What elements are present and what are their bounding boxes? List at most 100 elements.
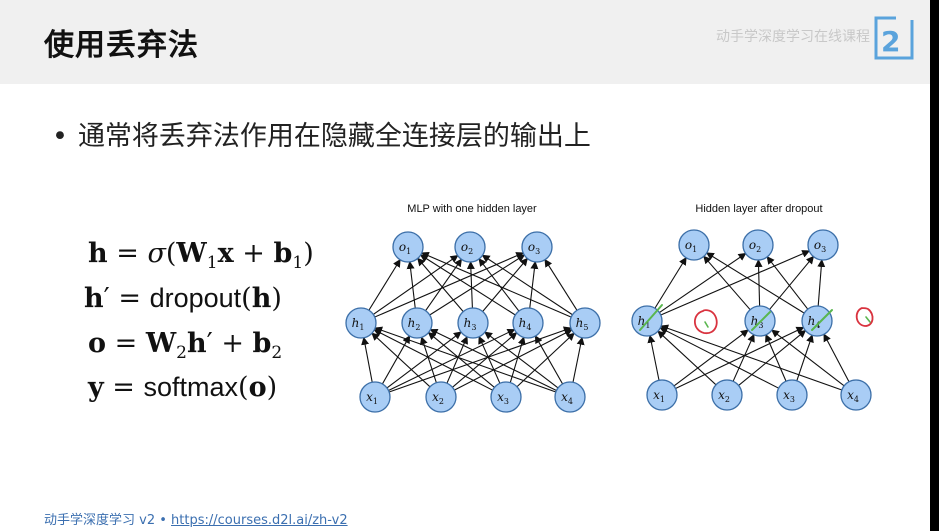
right-output-node-3: o3 (807, 229, 839, 261)
edge-left-h4-o3 (529, 260, 539, 309)
edge-right-x3-h4 (796, 334, 814, 381)
edge-right-x2-h3 (732, 333, 755, 382)
right-hidden-node-h4: h4 (801, 305, 833, 337)
dropout-circle-2 (855, 307, 874, 327)
edge-right-h3-o3 (769, 255, 815, 310)
edge-left-x1-h2 (381, 335, 411, 385)
edge-left-h1-o3 (374, 252, 525, 318)
edge-left-h1-o1 (368, 258, 401, 311)
footer: 动手学深度学习 v2 • https://courses.d2l.ai/zh-v… (44, 509, 348, 528)
left-hidden-node-1: h1 (345, 307, 377, 339)
left-input-node-1: x1 (359, 381, 391, 413)
edge-right-x4-h3 (771, 329, 845, 387)
check-stroke-2 (751, 311, 771, 331)
edge-left-x2-h4 (452, 332, 518, 388)
bullet-text: 通常将丢弃法作用在隐藏全连接层的输出上 (77, 121, 591, 152)
edge-left-x2-h5 (454, 329, 573, 391)
edge-right-x3-h1 (659, 327, 779, 389)
check-stroke-1 (639, 304, 663, 331)
edge-right-x2-h1 (657, 330, 717, 386)
edge-left-h4-o1 (419, 254, 516, 316)
svg-text:2: 2 (881, 25, 900, 58)
right-input-node-4-label: x4 (847, 388, 859, 404)
edge-right-h3-o2 (754, 258, 763, 307)
edge-left-h5-o3 (544, 258, 578, 311)
edge-left-h4-o2 (478, 258, 520, 312)
equation-output: o = W2h′ + b2 (88, 328, 283, 363)
edge-right-x1-h3 (673, 329, 749, 387)
dropout-annotations (639, 304, 874, 334)
bullet-dot: • (52, 121, 68, 152)
edge-right-x2-h4 (738, 329, 807, 386)
edge-left-x1-h4 (388, 328, 516, 391)
edge-left-x2-h3 (446, 335, 468, 384)
edge-left-x3-h3 (478, 335, 501, 384)
edge-left-x4-h2 (429, 328, 557, 391)
edge-left-h3-o1 (417, 257, 464, 312)
right-output-node-1: o1 (678, 229, 710, 261)
left-input-node-2-label: x2 (432, 390, 444, 406)
slide-title: 使用丢弃法 (44, 28, 199, 63)
left-hidden-node-3: h3 (457, 307, 489, 339)
equation-dropout: h′ = dropout(h) (84, 283, 282, 314)
right-output-node-2: o2 (742, 229, 774, 261)
right-input-node-2: x2 (711, 379, 743, 411)
left-output-node-2: o2 (454, 231, 486, 263)
equation-hidden: h = σ(W1x + b1) (88, 238, 314, 273)
course-link[interactable]: https://courses.d2l.ai/zh-v2 (171, 513, 348, 528)
edge-left-x3-h1 (373, 329, 493, 391)
footer-text: 动手学深度学习 v2 • (44, 513, 172, 528)
edge-right-h1-o3 (660, 250, 811, 316)
edge-left-x3-h5 (516, 332, 575, 388)
dropout-tick-1 (704, 321, 709, 328)
d2l-logo-icon: 2 (874, 16, 914, 60)
edge-left-x4-h3 (484, 331, 559, 389)
bullet-point: • 通常将丢弃法作用在隐藏全连接层的输出上 (52, 114, 591, 153)
edge-left-x1-h3 (386, 331, 462, 389)
edge-left-h3-o3 (482, 257, 528, 312)
left-output-node-1: o1 (392, 231, 424, 263)
left-input-node-3-label: x3 (497, 390, 509, 406)
edge-left-x4-h4 (534, 335, 564, 385)
edge-left-x4-h1 (374, 326, 557, 393)
right-input-node-2-label: x2 (718, 388, 730, 404)
edge-left-x3-h4 (509, 336, 526, 383)
left-input-node-3: x3 (490, 381, 522, 413)
edge-left-h2-o3 (429, 254, 526, 316)
left-input-node-1-label: x1 (366, 390, 378, 406)
watermark-text: 动手学深度学习在线课程 (716, 29, 870, 45)
edge-left-h5-o1 (420, 252, 572, 318)
edge-left-x1-h1 (361, 336, 373, 383)
right-input-node-4: x4 (840, 379, 872, 411)
edge-left-x2-h1 (371, 332, 431, 388)
edge-right-h1-o1 (654, 256, 687, 309)
edge-left-h5-o2 (481, 254, 573, 316)
edge-right-h1-o2 (659, 252, 747, 313)
edge-right-h3-o1 (703, 255, 751, 311)
right-input-node-1: x1 (646, 379, 678, 411)
right-diagram-title: Hidden layer after dropout (695, 203, 822, 215)
edge-left-x3-h2 (427, 331, 495, 388)
edge-right-x4-h1 (660, 324, 843, 391)
equation-softmax: y = softmax(o) (88, 372, 278, 403)
title-bar: 使用丢弃法 动手学深度学习在线课程 2 (0, 0, 930, 84)
edge-right-h4-o2 (766, 256, 809, 310)
right-input-node-3: x3 (776, 379, 808, 411)
dropout-circle-1 (693, 309, 718, 334)
left-output-node-3: o3 (521, 231, 553, 263)
edge-left-h3-o2 (466, 260, 475, 309)
dropout-tick-2 (865, 316, 871, 323)
edge-right-h4-o3 (817, 258, 826, 307)
edge-right-h4-o1 (705, 252, 805, 314)
left-hidden-node-5: h5 (569, 307, 601, 339)
left-input-node-4-label: x4 (561, 390, 573, 406)
edge-left-x4-h5 (572, 336, 585, 383)
left-input-node-2: x2 (425, 381, 457, 413)
edge-left-h1-o2 (372, 255, 459, 315)
right-input-node-3-label: x3 (783, 388, 795, 404)
left-input-node-4: x4 (554, 381, 586, 413)
left-hidden-node-2: h2 (401, 307, 433, 339)
right-input-node-1-label: x1 (653, 388, 665, 404)
